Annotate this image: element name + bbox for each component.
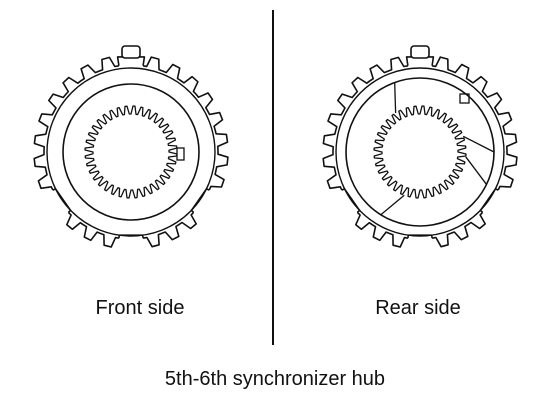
hub-body-ring — [335, 67, 505, 237]
front-key-mark — [176, 147, 185, 161]
hub-body-ring — [46, 67, 216, 237]
key-slot — [341, 188, 361, 213]
front-side-hub — [33, 45, 229, 248]
spline-bore — [373, 105, 467, 199]
front-side-label: Front side — [95, 297, 185, 319]
rear-spoke-web — [394, 82, 397, 114]
outer-teeth-segment — [142, 56, 229, 191]
rear-side-hub — [322, 45, 518, 248]
figure-caption: 5th-6th synchronizer hub — [164, 368, 386, 390]
outer-teeth-segment — [66, 211, 120, 248]
rear-spoke-web — [462, 135, 495, 153]
key-slot — [479, 188, 499, 213]
top-key-tab — [121, 45, 141, 59]
rear-oil-hole — [459, 93, 470, 104]
outer-teeth-segment — [355, 211, 409, 248]
outer-teeth-segment — [142, 211, 197, 248]
key-slot — [190, 188, 210, 213]
outer-teeth-segment — [322, 56, 409, 191]
rear-spoke-web — [465, 156, 488, 185]
rear-spoke-web — [380, 194, 405, 216]
rear-side-label: Rear side — [375, 297, 461, 319]
outer-teeth-segment — [33, 56, 120, 191]
outer-teeth-segment — [431, 56, 518, 191]
key-slot — [407, 234, 433, 239]
top-key-tab — [410, 45, 430, 59]
outer-teeth-segment — [431, 211, 486, 248]
key-slot — [52, 188, 72, 213]
hub-flange-ring — [345, 77, 495, 227]
hub-flange-ring — [62, 83, 200, 221]
key-slot — [118, 234, 144, 239]
spline-bore — [84, 105, 178, 199]
